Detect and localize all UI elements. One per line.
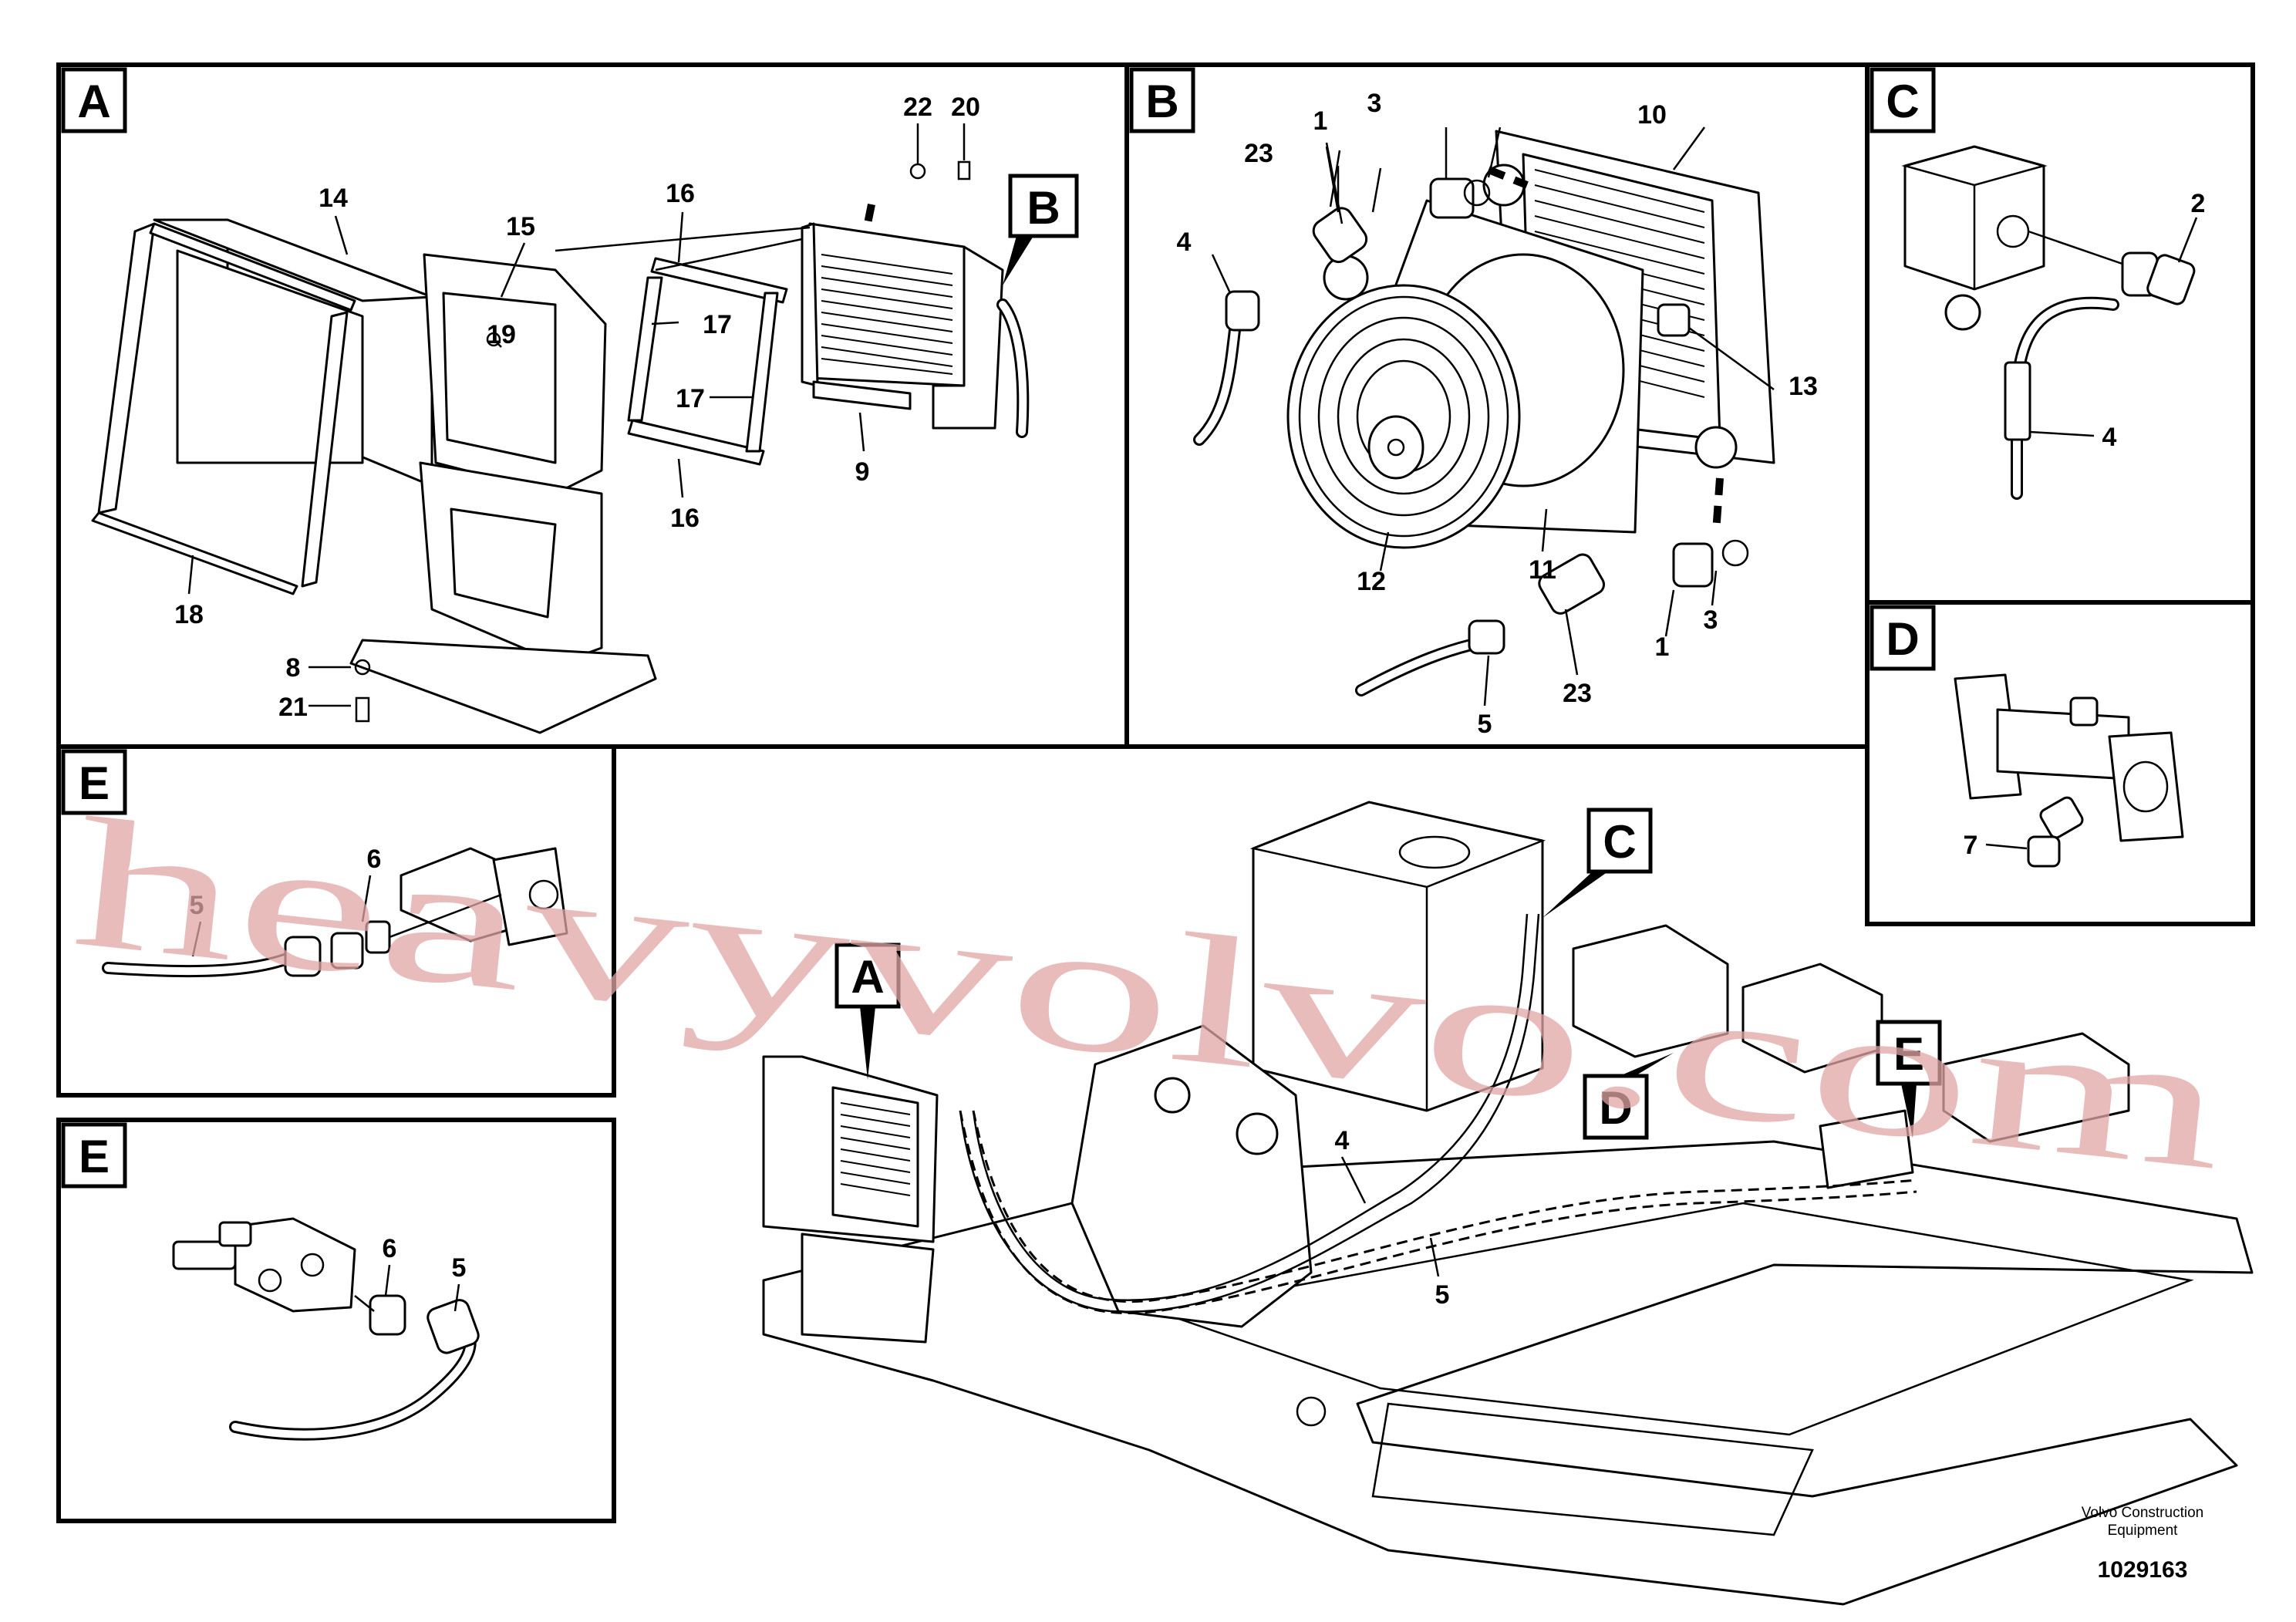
callout-a-20: 20	[951, 93, 980, 122]
callout-b-10: 10	[1637, 100, 1667, 130]
panel-a-cooler-grille	[821, 254, 953, 375]
callout-main-5: 5	[1435, 1280, 1450, 1310]
svg-text:A: A	[77, 76, 110, 127]
callout-b-1-top: 1	[1313, 106, 1328, 136]
main-ref-tag-d: D	[1583, 1053, 1674, 1140]
callout-d-7: 7	[1964, 831, 1978, 860]
callout-e-bottom-6: 6	[383, 1234, 397, 1263]
panel-b-label: B	[1129, 67, 1195, 133]
svg-text:B: B	[1145, 76, 1178, 127]
main-ref-tag-c: C	[1542, 808, 1653, 918]
main-cooler-grille	[840, 1102, 911, 1196]
callout-b-12: 12	[1357, 567, 1386, 596]
panel-a-drawing: B 22 20 14 15 16 19 17 17 16 9 18 8 21	[91, 93, 1079, 734]
callout-c-2: 2	[2191, 189, 2206, 218]
svg-text:C: C	[1603, 816, 1636, 868]
main-assembly: 4 5 A C D E	[762, 801, 2254, 1606]
callout-b-5: 5	[1478, 710, 1492, 739]
callout-b-13: 13	[1789, 372, 1818, 401]
svg-text:D: D	[1599, 1082, 1632, 1134]
panel-a-label: A	[61, 67, 127, 133]
callout-e-bottom-5: 5	[452, 1253, 467, 1283]
panel-e-top-drawing: 5 6	[102, 845, 568, 978]
footer-drawing-number: 1029163	[2098, 1557, 2188, 1583]
panel-e-top-label: E	[61, 749, 127, 815]
callout-b-3-top: 3	[1367, 89, 1382, 118]
callout-a-8: 8	[286, 653, 301, 683]
footer-company-line1: Volvo Construction	[2082, 1505, 2203, 1521]
callout-e-top-6: 6	[367, 845, 382, 874]
footer-company-line2: Equipment	[2108, 1523, 2179, 1539]
panel-e-bottom-frame	[56, 1118, 616, 1523]
panel-a-ref-tag-b: B	[1003, 174, 1079, 285]
callout-a-17-top: 17	[703, 310, 732, 339]
callout-b-4: 4	[1177, 228, 1192, 257]
panel-d-frame	[1865, 600, 2255, 926]
callout-a-21: 21	[278, 693, 308, 722]
panel-c-label: C	[1870, 67, 1936, 133]
callout-a-22: 22	[903, 93, 932, 122]
svg-text:E: E	[1893, 1028, 1924, 1080]
callout-c-4: 4	[2102, 423, 2117, 452]
panel-d-label: D	[1870, 605, 1936, 671]
callout-a-16-bottom: 16	[670, 504, 700, 533]
callout-a-19: 19	[487, 320, 516, 349]
callout-b-23-bottom: 23	[1563, 679, 1592, 708]
svg-text:D: D	[1886, 613, 1919, 665]
main-ref-tag-e: E	[1876, 1020, 1942, 1138]
callout-e-top-5: 5	[190, 891, 204, 920]
callout-b-3-bottom: 3	[1704, 605, 1718, 635]
main-ref-tag-a: A	[834, 943, 901, 1080]
callout-a-17-bottom: 17	[676, 384, 705, 413]
svg-text:B: B	[1027, 182, 1060, 234]
callout-main-4: 4	[1335, 1126, 1350, 1155]
panel-e-top-frame	[56, 744, 616, 1098]
panel-c-frame	[1865, 62, 2255, 605]
panel-b-drawing: 1 3 10 23 4 13 12 11 3 1 23 5	[1177, 89, 1818, 739]
svg-text:E: E	[79, 1131, 110, 1182]
panel-d-drawing: 7	[1954, 673, 2184, 868]
panel-e-bottom-label: E	[61, 1122, 127, 1189]
callout-b-23-top: 23	[1244, 139, 1273, 168]
svg-text:C: C	[1886, 76, 1919, 127]
callout-a-15: 15	[506, 212, 535, 241]
callout-a-16-top: 16	[666, 179, 695, 208]
callout-b-11: 11	[1529, 555, 1556, 585]
svg-text:E: E	[79, 757, 110, 809]
callout-a-9: 9	[855, 457, 870, 487]
panel-c-drawing: 2 4	[1901, 145, 2206, 500]
svg-text:A: A	[851, 951, 884, 1003]
panel-e-bottom-drawing: 6 5	[172, 1217, 480, 1441]
callout-a-14: 14	[319, 184, 348, 213]
callout-b-1-bottom: 1	[1655, 632, 1670, 662]
callout-a-18: 18	[174, 600, 204, 629]
